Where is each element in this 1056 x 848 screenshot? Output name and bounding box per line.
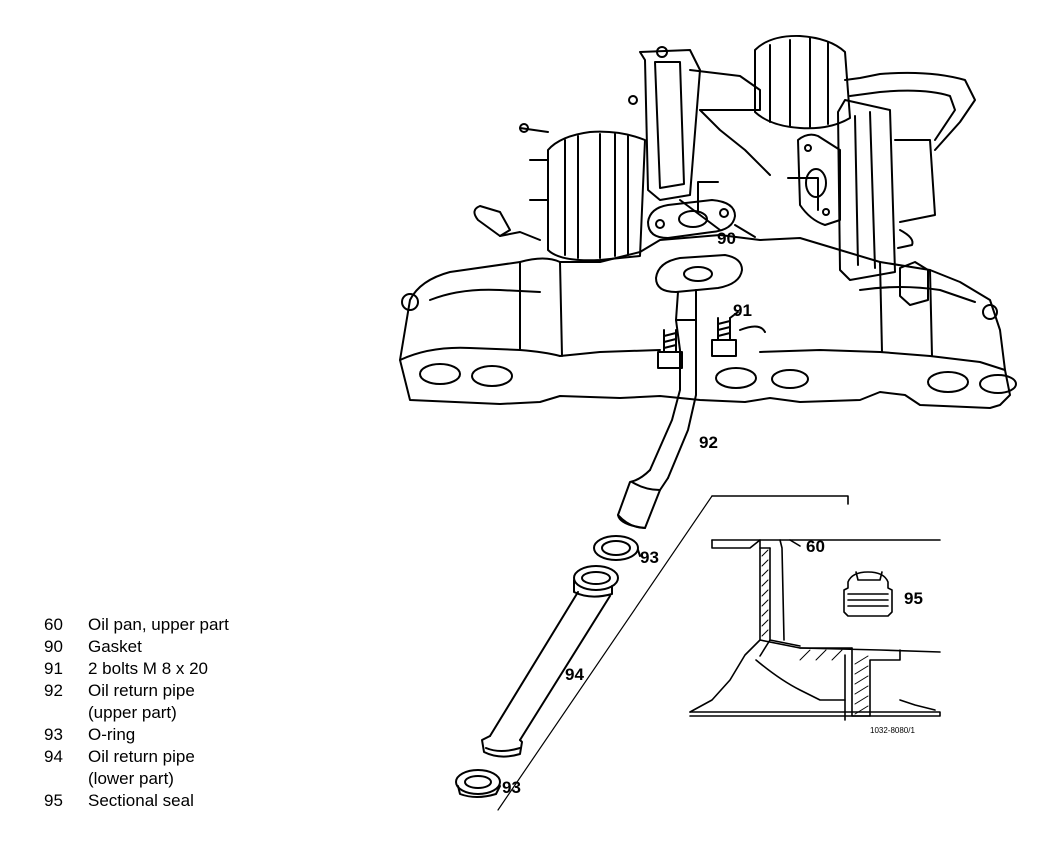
section-view [497,495,941,811]
legend-label: Oil return pipe [88,681,195,700]
bolts-91 [657,311,766,369]
legend-number: 60 [44,615,63,634]
legend-label: Gasket [88,637,142,656]
o-ring-93-lower [455,769,501,798]
legend-label-continuation: (upper part) [88,703,177,722]
o-ring-93-upper [593,535,641,561]
legend-label-continuation: (lower part) [88,769,174,788]
callout-90: 90 [717,229,736,248]
legend-number: 95 [44,791,63,810]
legend-number: 94 [44,747,63,766]
turbo-bracket [628,46,771,231]
legend-item: 92 Oil return pipe [32,680,229,702]
gasket-90 [647,181,756,239]
callout-93-upper: 93 [640,548,659,567]
legend-item: 90 Gasket [32,636,229,658]
legend-item: 60 Oil pan, upper part [32,614,229,636]
legend-number: 90 [44,637,63,656]
callout-93-lower: 93 [502,778,521,797]
legend-item: 95 Sectional seal [32,790,229,812]
oil-return-pipe-lower [481,565,619,758]
legend-number: 92 [44,681,63,700]
callout-92: 92 [699,433,718,452]
oil-return-pipe-upper [617,254,743,529]
legend-item-continuation: (upper part) [32,702,229,724]
legend-label: Oil pan, upper part [88,615,229,634]
legend-number: 91 [44,659,63,678]
legend-label: 2 bolts M 8 x 20 [88,659,209,678]
legend-item: 94 Oil return pipe [32,746,229,768]
callout-60: 60 [806,537,825,556]
legend-label: Oil return pipe [88,747,195,766]
legend-item: 91 2 bolts M 8 x 20 [32,658,229,680]
exhaust-manifold [399,234,1017,409]
legend-item: 93 O-ring [32,724,229,746]
right-turbocharger [754,34,976,306]
legend-label: Sectional seal [88,791,194,810]
parts-legend: 60 Oil pan, upper part 90 Gasket 91 2 bo… [32,614,229,812]
legend-label: O-ring [88,725,136,744]
callout-94: 94 [565,665,584,684]
callout-95: 95 [904,589,923,608]
legend-item-continuation: (lower part) [32,768,229,790]
legend-number: 93 [44,725,63,744]
left-turbocharger [473,123,646,262]
figure-reference: 1032-8080/1 [870,726,915,735]
callout-91: 91 [733,301,752,320]
